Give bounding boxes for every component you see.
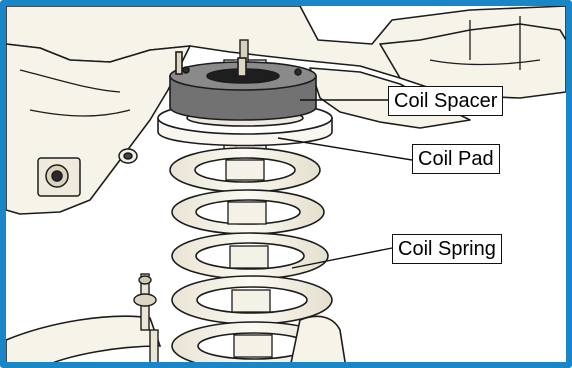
coil-spacer-label: Coil Spacer: [388, 86, 503, 116]
coil-pad-label: Coil Pad: [412, 144, 500, 174]
coil-spring-label: Coil Spring: [392, 234, 502, 264]
